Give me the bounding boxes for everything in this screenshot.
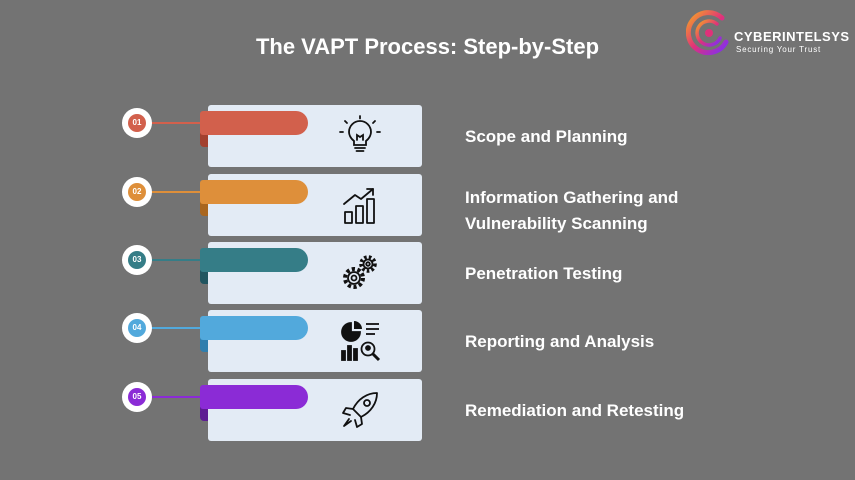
step-tab: [200, 248, 308, 272]
step-1: 01 Scope and Planning: [0, 105, 855, 169]
step-tab-fold: [200, 270, 208, 284]
step-number: 03: [128, 251, 146, 269]
step-number-badge: 02: [122, 177, 152, 207]
step-tab: [200, 385, 308, 409]
step-number-badge: 03: [122, 245, 152, 275]
report-analysis-icon: [341, 321, 381, 362]
step-3: 03 Penetration Testing: [0, 242, 855, 306]
step-label: Scope and Planning: [465, 127, 628, 146]
step-label: Remediation and Retesting: [465, 401, 685, 420]
step-label: Information Gathering and Vulnerability …: [465, 185, 745, 237]
step-number: 02: [128, 183, 146, 201]
step-5: 05 Remediation and Retesting: [0, 379, 855, 443]
step-tab-fold: [200, 407, 208, 421]
step-label: Penetration Testing: [465, 264, 623, 283]
step-connector: [150, 396, 202, 398]
logo-tagline: Securing Your Trust: [736, 45, 822, 54]
step-connector: [150, 191, 202, 193]
gears-icon: [343, 255, 377, 289]
step-2: 02 Information Gathering and Vulnerabili…: [0, 174, 855, 238]
lightbulb-icon: [339, 115, 381, 152]
logo-mark-icon: [686, 10, 729, 56]
logo-brand-name: CYBERINTELSYS: [734, 29, 850, 44]
step-label-line: Vulnerability Scanning: [465, 214, 648, 233]
step-label: Reporting and Analysis: [465, 332, 655, 351]
growth-chart-icon: [343, 188, 375, 224]
rocket-icon: [342, 392, 378, 428]
page-title: The VAPT Process: Step-by-Step: [255, 34, 600, 59]
company-logo: CYBERINTELSYS Securing Your Trust: [686, 8, 851, 68]
step-4: 04 Reporting and Analysis: [0, 310, 855, 374]
step-connector: [150, 259, 202, 261]
step-tab: [200, 111, 308, 135]
step-tab-fold: [200, 133, 208, 147]
step-number: 04: [128, 319, 146, 337]
step-connector: [150, 122, 202, 124]
step-tab: [200, 180, 308, 204]
step-number: 05: [128, 388, 146, 406]
step-number-badge: 05: [122, 382, 152, 412]
step-number-badge: 04: [122, 313, 152, 343]
step-tab: [200, 316, 308, 340]
step-tab-fold: [200, 338, 208, 352]
step-tab-fold: [200, 202, 208, 216]
step-number: 01: [128, 114, 146, 132]
step-label-line: Information Gathering and: [465, 188, 679, 207]
step-number-badge: 01: [122, 108, 152, 138]
step-connector: [150, 327, 202, 329]
